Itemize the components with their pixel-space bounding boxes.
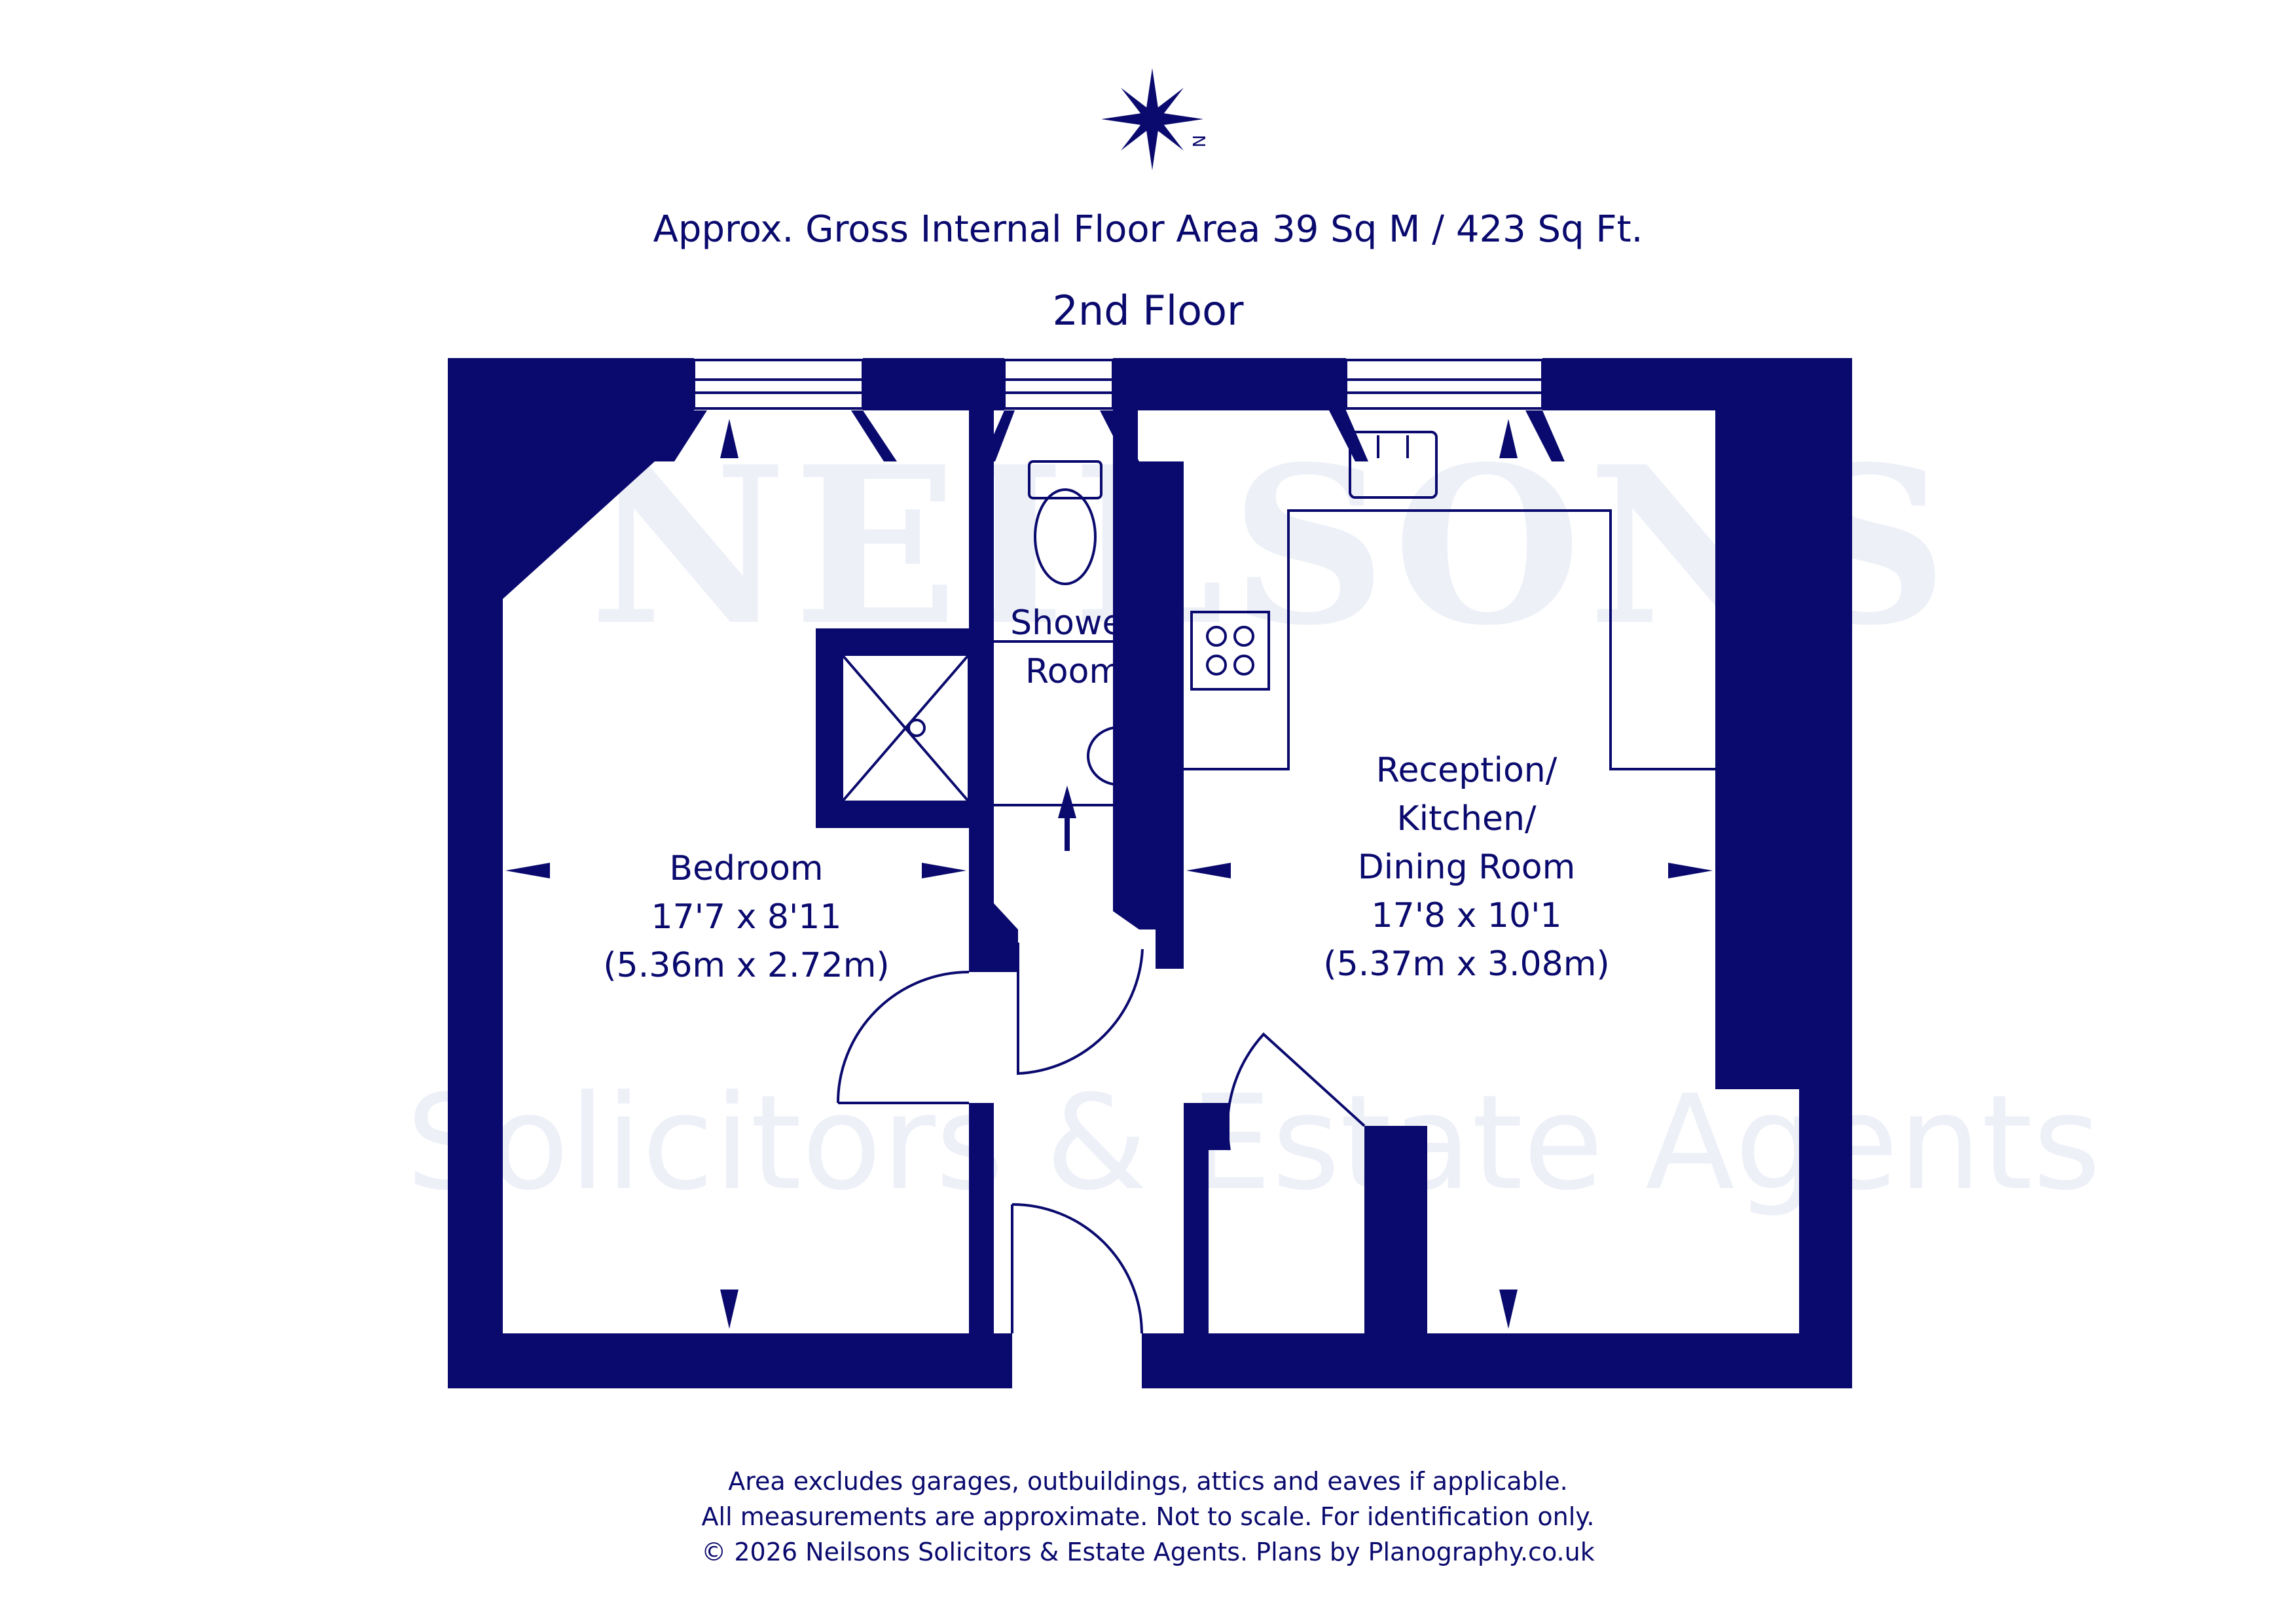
disclaimer-line-2: All measurements are approximate. Not to…	[701, 1502, 1595, 1531]
room-dimensions-metric: (5.36m x 2.72m)	[603, 946, 890, 985]
room-dimensions-imperial: 17'8 x 10'1	[1371, 896, 1562, 935]
gross-internal-area: Approx. Gross Internal Floor Area 39 Sq …	[653, 208, 1643, 251]
room-name-line1: Shower	[1010, 604, 1137, 643]
copyright-line: © 2026 Neilsons Solicitors & Estate Agen…	[701, 1538, 1595, 1566]
room-label-reception: Reception/ Kitchen/ Dining Room 17'8 x 1…	[1270, 746, 1663, 988]
room-name-line2: Kitchen/	[1396, 799, 1537, 839]
compass-north-label: N	[1188, 135, 1208, 147]
disclaimer: Area excludes garages, outbuildings, att…	[589, 1464, 1707, 1570]
room-name-line3: Dining Room	[1357, 848, 1576, 887]
room-label-shower-room: Shower Room	[989, 599, 1159, 696]
room-label-bedroom: Bedroom 17'7 x 8'11 (5.36m x 2.72m)	[563, 844, 930, 990]
room-name: Bedroom	[669, 849, 824, 888]
room-name-line1: Reception/	[1376, 751, 1558, 790]
room-dimensions-metric: (5.37m x 3.08m)	[1323, 945, 1610, 984]
floor-title: 2nd Floor	[1052, 287, 1244, 334]
room-dimensions-imperial: 17'7 x 8'11	[651, 897, 842, 937]
disclaimer-line-1: Area excludes garages, outbuildings, att…	[728, 1467, 1568, 1496]
room-name-line2: Room	[1025, 652, 1123, 691]
